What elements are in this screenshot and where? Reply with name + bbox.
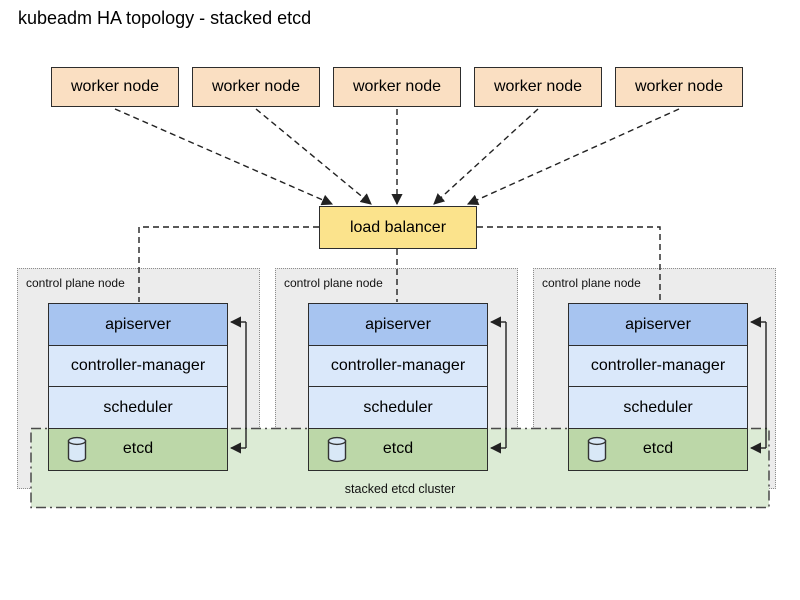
worker-to-lb-arrow [466, 108, 680, 205]
control-plane-node-label: control plane node [284, 276, 383, 290]
worker-node-box: worker node [615, 67, 743, 107]
apiserver-label: apiserver [625, 315, 691, 333]
stacked-etcd-cluster-label: stacked etcd cluster [344, 482, 456, 496]
worker-node-label: worker node [493, 78, 583, 95]
database-cylinder-icon [327, 436, 347, 462]
etcd-label: etcd [382, 440, 414, 457]
diagram-title: kubeadm HA topology - stacked etcd [18, 8, 312, 28]
etcd-box: etcd [308, 427, 488, 471]
controller-manager-box: controller-manager [308, 344, 488, 388]
database-cylinder-icon [587, 436, 607, 462]
controller-manager-box: controller-manager [48, 344, 228, 388]
worker-node-label: worker node [70, 78, 160, 95]
controller-manager-label: controller-manager [590, 357, 726, 374]
scheduler-box: scheduler [48, 386, 228, 429]
worker-node-box: worker node [192, 67, 320, 107]
load-balancer-box: load balancer [319, 206, 477, 249]
etcd-box: etcd [48, 427, 228, 471]
etcd-label: etcd [122, 440, 154, 457]
apiserver-box: apiserver [48, 303, 228, 346]
controller-manager-box: controller-manager [568, 344, 748, 388]
worker-node-box: worker node [333, 67, 461, 107]
control-plane-stack: apiserver controller-manager scheduler e… [568, 303, 748, 471]
scheduler-label: scheduler [363, 398, 433, 416]
etcd-label: etcd [642, 440, 674, 457]
database-cylinder-icon [67, 436, 87, 462]
scheduler-label: scheduler [623, 398, 693, 416]
worker-to-lb-arrow [255, 108, 372, 205]
apiserver-box: apiserver [568, 303, 748, 346]
control-plane-node-label: control plane node [26, 276, 125, 290]
apiserver-label: apiserver [365, 315, 431, 333]
worker-node-box: worker node [474, 67, 602, 107]
control-plane-node-label: control plane node [542, 276, 641, 290]
apiserver-box: apiserver [308, 303, 488, 346]
controller-manager-label: controller-manager [70, 357, 206, 374]
scheduler-box: scheduler [308, 386, 488, 429]
controller-manager-label: controller-manager [330, 357, 466, 374]
scheduler-box: scheduler [568, 386, 748, 429]
load-balancer-label: load balancer [349, 218, 447, 236]
control-plane-stack: apiserver controller-manager scheduler e… [308, 303, 488, 471]
etcd-box: etcd [568, 427, 748, 471]
worker-to-lb-arrow [433, 108, 539, 205]
worker-node-label: worker node [211, 78, 301, 95]
scheduler-label: scheduler [103, 398, 173, 416]
control-plane-stack: apiserver controller-manager scheduler e… [48, 303, 228, 471]
apiserver-label: apiserver [105, 315, 171, 333]
worker-node-label: worker node [634, 78, 724, 95]
worker-node-box: worker node [51, 67, 179, 107]
worker-to-lb-arrow [114, 108, 334, 206]
worker-node-label: worker node [352, 78, 442, 95]
